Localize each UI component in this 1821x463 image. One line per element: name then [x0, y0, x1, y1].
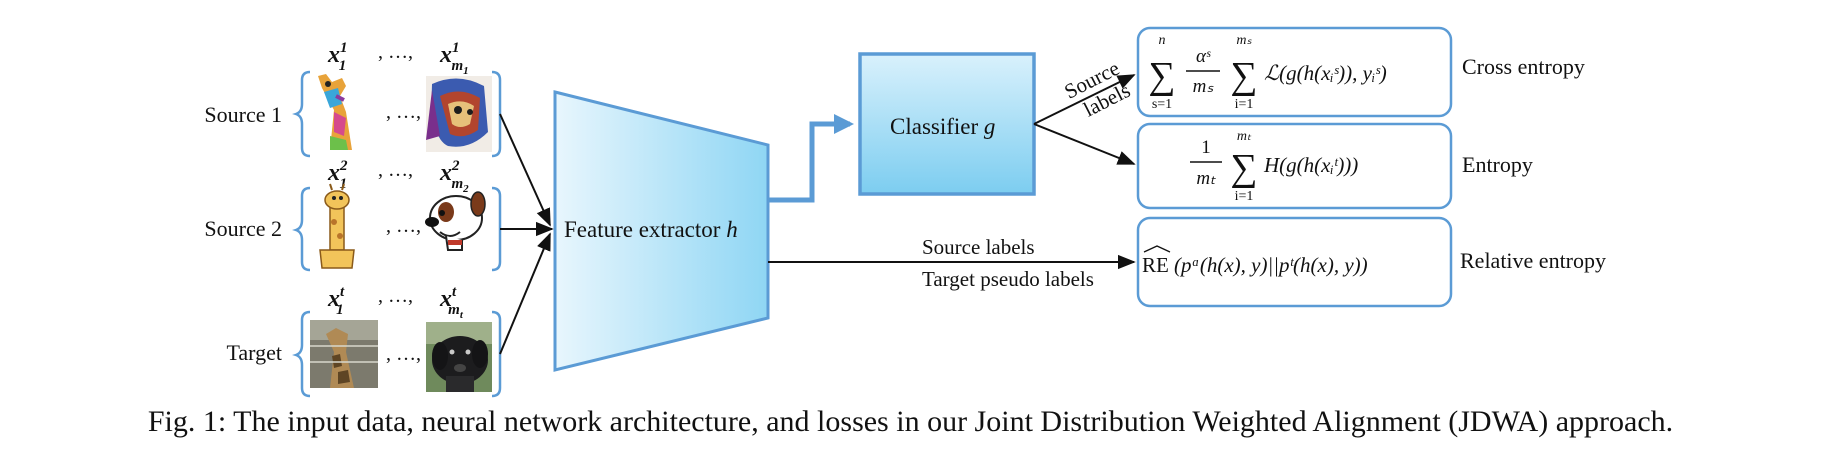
svg-text:H(g(h(xᵢᵗ))): H(g(h(xᵢᵗ)))	[1263, 153, 1358, 177]
svg-text:αˢ: αˢ	[1196, 46, 1211, 67]
cartoon-dog-image	[425, 191, 486, 251]
svg-text:mₜ: mₜ	[1196, 168, 1216, 189]
classifier-block	[858, 52, 1036, 196]
giraffe-painting-image	[318, 74, 352, 150]
target-label: Target	[227, 340, 282, 365]
svg-text:, …,: , …,	[378, 41, 413, 63]
classifier-to-ce-arrow	[1033, 74, 1136, 125]
row2-ellipsis: , …,	[386, 215, 421, 237]
svg-text:mₛ: mₛ	[1193, 76, 1215, 97]
svg-text:mₜ: mₜ	[1237, 129, 1252, 144]
svg-text:i=1: i=1	[1235, 97, 1254, 112]
dog-photo-image	[426, 322, 492, 392]
feature-extractor-block	[553, 90, 770, 372]
relative-entropy-label: Relative entropy	[1460, 248, 1606, 273]
svg-text:(pᵅ(h(x), y)||pᵗ(h(x), y)): (pᵅ(h(x), y)||pᵗ(h(x), y))	[1174, 253, 1368, 277]
classifier-to-entropy-arrow	[1033, 123, 1136, 165]
svg-text:x11: x11	[327, 40, 347, 74]
cartoon-giraffe-image	[319, 183, 355, 269]
classifier-label: Classifier g	[890, 114, 995, 139]
svg-text:∑: ∑	[1148, 55, 1175, 97]
svg-text:xt1: xt1	[327, 284, 345, 318]
target-pseudo-labels-text: Target pseudo labels	[922, 267, 1094, 291]
dog-painting-image	[426, 76, 492, 152]
feature-to-classifier-connector	[768, 114, 854, 203]
relative-entropy-box	[1136, 216, 1453, 308]
entropy-box	[1136, 122, 1453, 210]
svg-text:n: n	[1159, 33, 1166, 48]
svg-text:ℒ(g(h(xᵢˢ)), yᵢˢ): ℒ(g(h(xᵢˢ)), yᵢˢ)	[1264, 61, 1387, 85]
relative-entropy-formula: RE (pᵅ(h(x), y)||pᵗ(h(x), y))	[1142, 245, 1368, 277]
source-labels-text: Source labels	[922, 235, 1035, 259]
cross-entropy-label: Cross entropy	[1462, 54, 1585, 79]
entropy-label: Entropy	[1462, 152, 1533, 177]
entropy-formula: 1 mₜ mₜ ∑ i=1 H(g(h(xᵢᵗ)))	[1190, 129, 1358, 204]
cross-entropy-box	[1136, 26, 1453, 118]
giraffe-photo-image	[310, 320, 378, 388]
svg-text:mₛ: mₛ	[1236, 33, 1252, 48]
svg-text:s=1: s=1	[1152, 97, 1172, 112]
source1-arrow	[499, 113, 551, 227]
source2-label: Source 2	[204, 216, 282, 241]
target-arrow	[499, 232, 551, 355]
row3-ellipsis: , …,	[386, 343, 421, 365]
svg-text:∑: ∑	[1230, 147, 1257, 189]
svg-text:∑: ∑	[1230, 55, 1257, 97]
svg-text:, …,: , …,	[378, 159, 413, 181]
cross-entropy-formula: n ∑ s=1 αˢ mₛ mₛ ∑ i=1 ℒ(g(h(xᵢˢ)), yᵢˢ)	[1148, 33, 1386, 112]
row1-ellipsis: , …,	[386, 101, 421, 123]
svg-text:RE: RE	[1142, 253, 1169, 277]
feature-extractor-label: Feature extractor h	[564, 217, 738, 242]
svg-text:1: 1	[1201, 137, 1211, 158]
svg-text:, …,: , …,	[378, 285, 413, 307]
figure-caption: Fig. 1: The input data, neural network a…	[147, 405, 1674, 438]
svg-text:i=1: i=1	[1235, 189, 1254, 204]
source1-label: Source 1	[204, 102, 282, 127]
